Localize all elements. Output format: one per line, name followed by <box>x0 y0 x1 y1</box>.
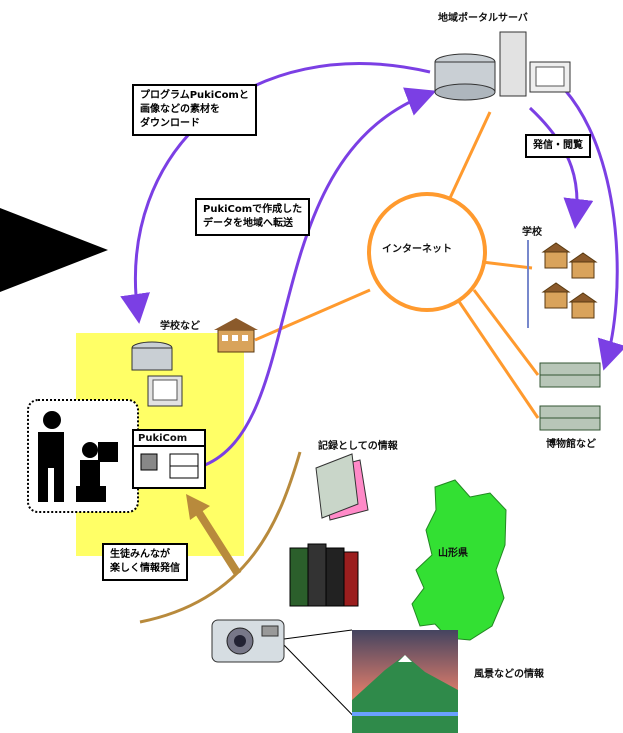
pukicom-window-title: PukiCom <box>138 433 188 444</box>
school-etc-label: 学校など <box>160 321 200 332</box>
students-arrow <box>192 505 242 577</box>
pukicom-window <box>132 429 206 489</box>
schools-icon <box>527 240 598 328</box>
upload-arrow <box>204 87 437 467</box>
students-caption-box: 生徒みんなが 楽しく情報発信 <box>102 543 188 581</box>
students-pictogram <box>27 399 139 513</box>
internet-links <box>254 111 540 419</box>
books-icon <box>289 453 369 607</box>
share-arrow-school <box>528 106 594 229</box>
share-caption-box: 発信・閲覧 <box>525 134 591 158</box>
landscape-image <box>352 630 458 733</box>
information-boundary-curve <box>139 451 302 624</box>
museum-buildings-icon <box>539 362 601 431</box>
computer-icon <box>131 341 183 407</box>
server-icon <box>434 31 571 101</box>
upload-caption-box: PukiComで作成した データを地域へ転送 <box>195 198 311 236</box>
schools-label: 学校 <box>522 227 542 238</box>
record-info-label: 記録としての情報 <box>318 441 398 452</box>
portal-server-label: 地域ポータルサーバ <box>438 13 528 24</box>
download-caption-box: プログラムPukiComと 画像などの素材を ダウンロード <box>132 84 257 136</box>
prefecture-map <box>411 479 507 641</box>
camera-icon <box>211 619 285 663</box>
school-building-icon <box>214 318 258 353</box>
pointer-arrow <box>0 208 108 292</box>
share-arrow-museum <box>563 89 623 371</box>
scenery-info-label: 風景などの情報 <box>474 669 544 680</box>
prefecture-label: 山形県 <box>438 548 468 559</box>
internet-label: インターネット <box>382 244 452 255</box>
internet-circle <box>367 192 487 312</box>
museum-etc-label: 博物館など <box>546 439 596 450</box>
